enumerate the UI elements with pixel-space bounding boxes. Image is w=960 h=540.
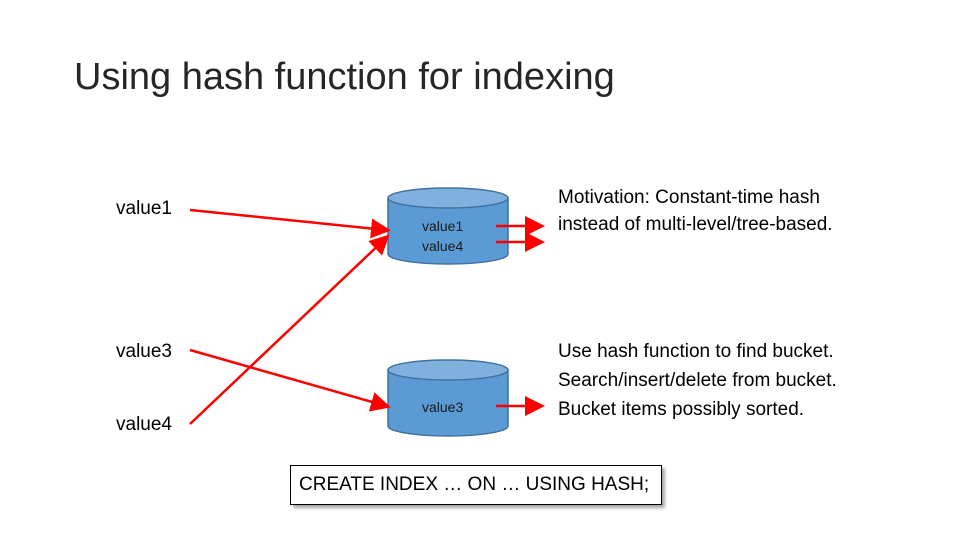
page-title: Using hash function for indexing: [74, 56, 615, 98]
motivation-line-1: Motivation: Constant-time hash: [558, 187, 820, 208]
usage-line-2: Search/insert/delete from bucket.: [558, 370, 837, 391]
sql-code-box: CREATE INDEX … ON … USING HASH;: [290, 465, 662, 505]
input-value1: value1: [116, 198, 172, 219]
usage-line-1: Use hash function to find bucket.: [558, 341, 834, 362]
input-value4: value4: [116, 414, 172, 435]
bucket-2-cylinder: [387, 359, 509, 437]
bucket-1-item-2: value4: [422, 238, 464, 254]
bucket-2-item-1: value3: [422, 399, 464, 415]
motivation-line-2: instead of multi-level/tree-based.: [558, 214, 833, 235]
arrow-value3-to-bucket2: [189, 348, 391, 412]
bucket-1-item-1: value1: [422, 218, 464, 234]
usage-line-3: Bucket items possibly sorted.: [558, 399, 805, 420]
input-value3: value3: [116, 341, 172, 362]
arrow-value4-to-bucket1: [189, 234, 390, 425]
bucket-1-cylinder: [387, 187, 509, 265]
arrow-value1-to-bucket1: [189, 208, 391, 239]
